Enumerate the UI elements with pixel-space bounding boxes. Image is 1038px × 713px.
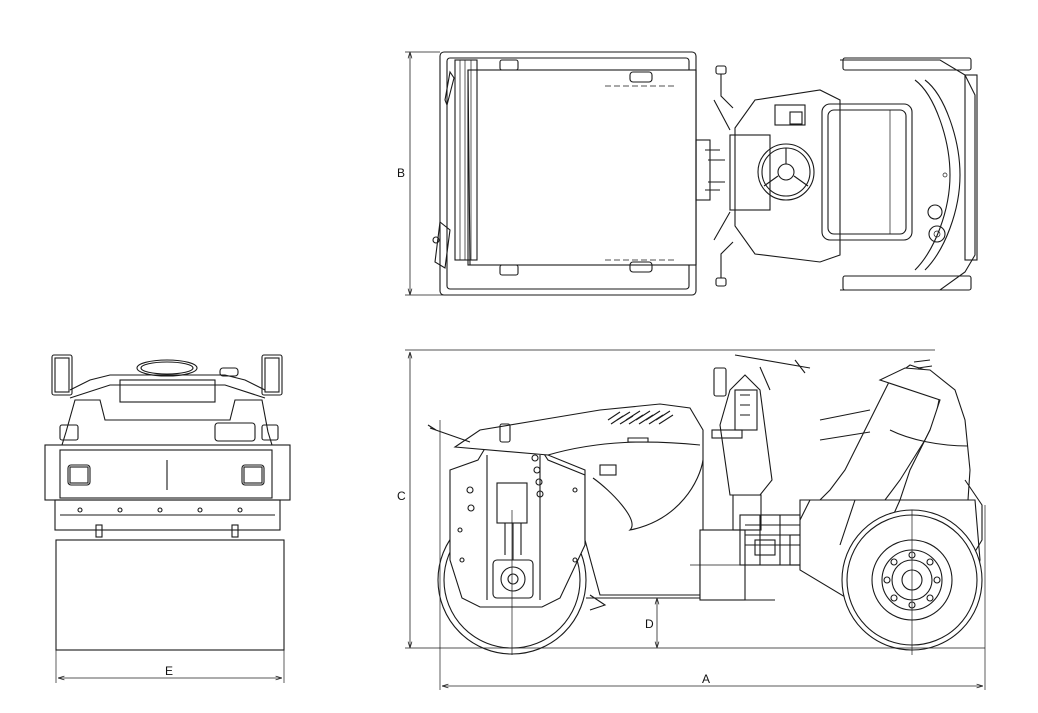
dimension-label-a: A — [702, 672, 710, 686]
dimension-label-e: E — [165, 664, 173, 678]
dimension-label-c: C — [397, 489, 406, 503]
dimension-label-b: B — [397, 166, 405, 180]
dimension-label-d: D — [645, 617, 654, 631]
side-view — [405, 349, 986, 690]
top-view — [405, 51, 978, 296]
front-view — [44, 354, 291, 683]
